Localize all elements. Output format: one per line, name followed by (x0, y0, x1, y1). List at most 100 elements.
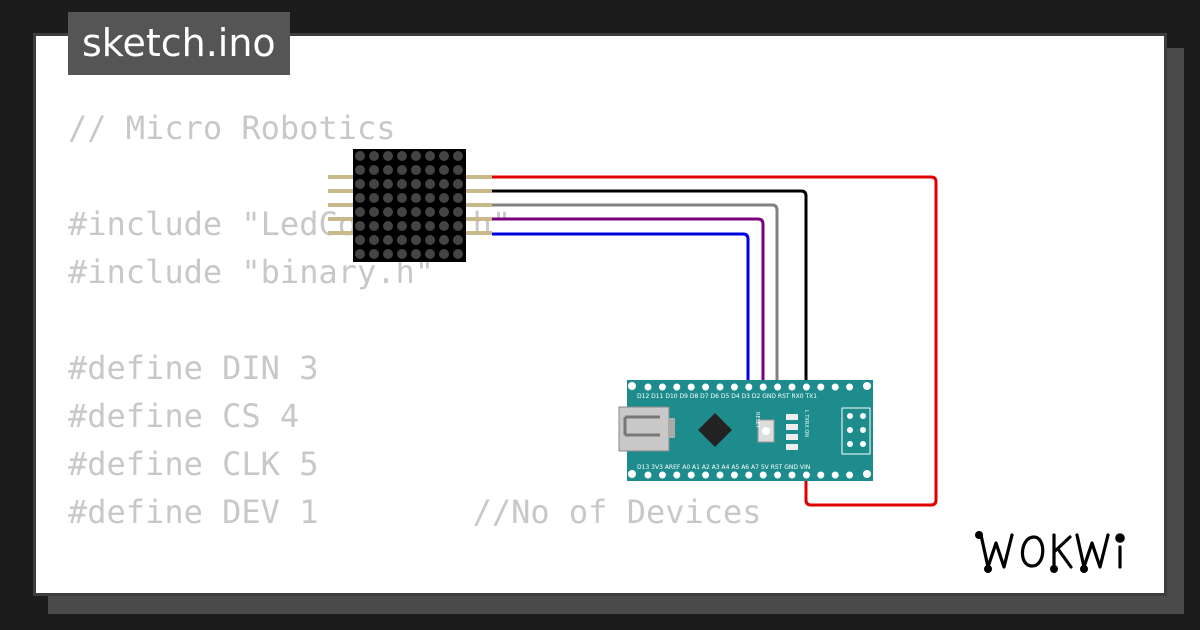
wire-cs (492, 217, 765, 386)
header-pin[interactable] (673, 471, 681, 479)
header-pin[interactable] (774, 383, 782, 391)
header-pin[interactable] (716, 383, 724, 391)
header-pin[interactable] (702, 471, 710, 479)
matrix-led (453, 193, 463, 203)
matrix-led (397, 249, 407, 259)
matrix-led (439, 151, 449, 161)
header-pin[interactable] (759, 383, 767, 391)
header-pin[interactable] (687, 471, 695, 479)
header-pin[interactable] (644, 471, 652, 479)
header-pin[interactable] (687, 383, 695, 391)
header-pin[interactable] (644, 383, 652, 391)
header-pin[interactable] (788, 471, 796, 479)
matrix-led (369, 193, 379, 203)
header-pin[interactable] (730, 471, 738, 479)
matrix-led (383, 207, 393, 217)
matrix-led (355, 207, 365, 217)
matrix-led (383, 193, 393, 203)
code-editor[interactable]: // Micro Robotics#include "LedControl.h"… (68, 104, 858, 593)
matrix-led (425, 179, 435, 189)
reset-label: RESET (754, 412, 760, 429)
matrix-led (411, 151, 421, 161)
header-pin[interactable] (730, 383, 738, 391)
file-tab[interactable]: sketch.ino (68, 12, 290, 75)
header-pin[interactable] (817, 383, 825, 391)
code-line: #define DEV 1 //No of Devices (68, 493, 762, 531)
matrix-led (439, 179, 449, 189)
matrix-led (397, 193, 407, 203)
header-pin[interactable] (846, 383, 854, 391)
header-pin[interactable] (802, 383, 810, 391)
matrix-led (369, 165, 379, 175)
matrix-led (439, 235, 449, 245)
header-pin[interactable] (817, 471, 825, 479)
header-pin[interactable] (831, 383, 839, 391)
bottom-pin-labels: D13 3V3 AREF A0 A1 A2 A3 A4 A5 A6 A7 5V … (637, 464, 810, 471)
matrix-led (439, 193, 449, 203)
code-line: #define CLK 5 (68, 445, 319, 483)
header-pin[interactable] (658, 471, 666, 479)
header-pin[interactable] (716, 471, 724, 479)
header-pin[interactable] (745, 471, 753, 479)
matrix-pin-headers (328, 175, 492, 235)
code-line: #define CS 4 (68, 397, 300, 435)
matrix-led (411, 221, 421, 231)
file-name: sketch.ino (82, 21, 276, 65)
code-line: LedControl lc=LedControl(DIN,CLK,CS,DEV)… (68, 584, 858, 593)
top-pin-row (644, 383, 854, 391)
led-l (786, 414, 798, 420)
header-pin[interactable] (774, 471, 782, 479)
matrix-led (425, 207, 435, 217)
header-pin[interactable] (658, 383, 666, 391)
matrix-led (355, 193, 365, 203)
matrix-led (439, 221, 449, 231)
matrix-led (411, 207, 421, 217)
header-pin[interactable] (702, 383, 710, 391)
matrix-led (369, 151, 379, 161)
editor-panel: // Micro Robotics#include "LedControl.h"… (33, 33, 1167, 596)
header-pin[interactable] (831, 471, 839, 479)
matrix-led (411, 235, 421, 245)
header-pin[interactable] (802, 471, 810, 479)
arduino-nano[interactable]: D12 D11 D10 D9 D8 D7 D6 D5 D4 D3 D2 GND … (618, 380, 873, 481)
matrix-led (397, 221, 407, 231)
matrix-led (397, 207, 407, 217)
matrix-led (439, 207, 449, 217)
matrix-led (453, 221, 463, 231)
matrix-led (355, 151, 365, 161)
matrix-led (397, 165, 407, 175)
matrix-led (397, 179, 407, 189)
icsp-header (841, 407, 871, 455)
header-pin[interactable] (846, 471, 854, 479)
matrix-led (453, 249, 463, 259)
header-pin[interactable] (759, 471, 767, 479)
matrix-led (425, 165, 435, 175)
matrix-led (355, 249, 365, 259)
matrix-led (397, 235, 407, 245)
code-line: // Micro Robotics (68, 109, 396, 147)
led-labels: L TXRX ON (803, 410, 809, 437)
matrix-led (439, 165, 449, 175)
matrix-led (425, 235, 435, 245)
matrix-led (369, 179, 379, 189)
matrix-led (411, 165, 421, 175)
wire-gnd (492, 189, 808, 386)
bottom-pin-row (644, 471, 854, 479)
led-matrix[interactable] (353, 149, 466, 262)
header-pin[interactable] (673, 383, 681, 391)
led-rx (786, 434, 798, 440)
matrix-led (383, 165, 393, 175)
matrix-led (425, 221, 435, 231)
matrix-led (383, 235, 393, 245)
header-pin[interactable] (788, 383, 796, 391)
matrix-led (425, 249, 435, 259)
wire-clk (492, 203, 779, 386)
mcu-chip (698, 413, 732, 447)
wire-vcc (492, 175, 938, 507)
matrix-led (453, 235, 463, 245)
wire-din (492, 232, 750, 386)
led-tx (786, 424, 798, 430)
header-pin[interactable] (745, 383, 753, 391)
matrix-led (411, 249, 421, 259)
